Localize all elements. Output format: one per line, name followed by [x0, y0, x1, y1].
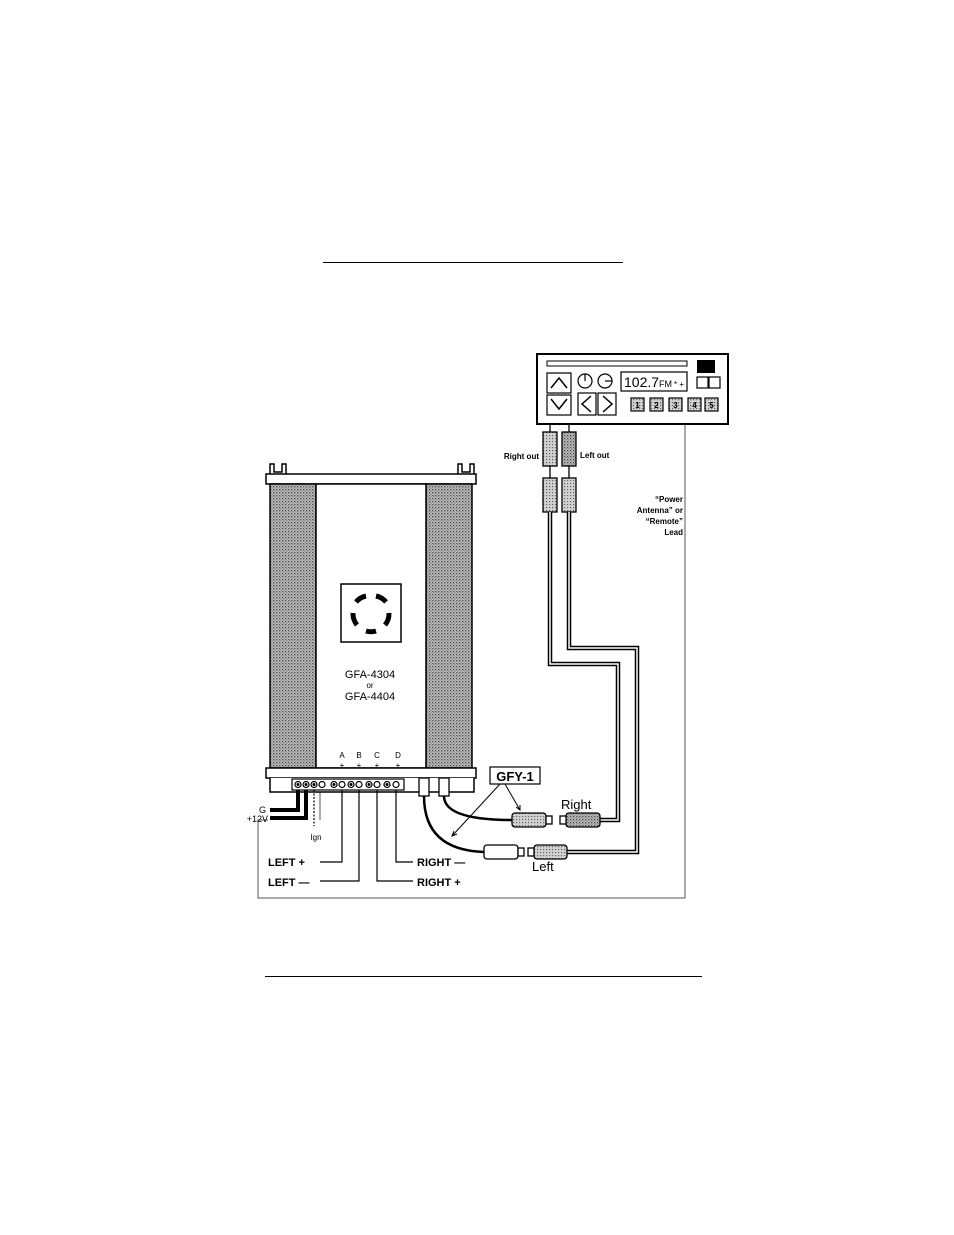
model-or: or — [366, 681, 373, 690]
remote-lead-label-2: Antenna” or — [637, 506, 683, 515]
gfy1-label: GFY-1 — [496, 769, 534, 784]
speaker-right-plus: RIGHT + — [417, 877, 461, 889]
right-cable-label: Right — [561, 797, 592, 812]
plus12v-label: +12V — [247, 814, 268, 824]
power-wires — [270, 790, 314, 826]
left-cable-label: Left — [532, 859, 554, 874]
speaker-right-minus: RIGHT — — [417, 857, 465, 869]
head-unit: 102.7 FM * + 1 2 3 4 5 — [537, 354, 728, 424]
model-name-1: GFA-4304 — [345, 669, 395, 681]
preset-label-1: 1 — [635, 401, 640, 410]
ign-label: Ign — [310, 833, 321, 842]
speaker-wires — [320, 790, 413, 881]
preset-label-2: 2 — [654, 401, 659, 410]
remote-lead-label-3: “Remote” — [646, 517, 683, 526]
preset-label-5: 5 — [709, 401, 714, 410]
terminal-label-d: D — [395, 751, 401, 760]
preset-label-3: 3 — [673, 401, 678, 410]
display-suffix: * + — [674, 380, 684, 389]
left-out-label: Left out — [580, 451, 610, 460]
display-frequency: 102.7 — [624, 374, 659, 390]
display-band: FM — [659, 379, 672, 389]
terminal-label-b: B — [356, 751, 361, 760]
headunit-rca-outputs — [543, 424, 576, 512]
preset-label-4: 4 — [692, 401, 697, 410]
model-name-2: GFA-4404 — [345, 691, 395, 703]
speaker-left-minus: LEFT — — [268, 877, 310, 889]
speaker-left-plus: LEFT + — [268, 857, 305, 869]
right-out-label: Right out — [504, 452, 539, 461]
remote-lead-label-4: Lead — [664, 528, 683, 537]
terminal-label-a: A — [339, 751, 345, 760]
terminal-label-c: C — [374, 751, 380, 760]
gfy1-adapter-cables — [424, 796, 512, 852]
remote-lead-label-1: “Power — [655, 495, 683, 504]
amplifier: GFA-4304 or GFA-4404 A B C D + + + + — [266, 464, 476, 796]
